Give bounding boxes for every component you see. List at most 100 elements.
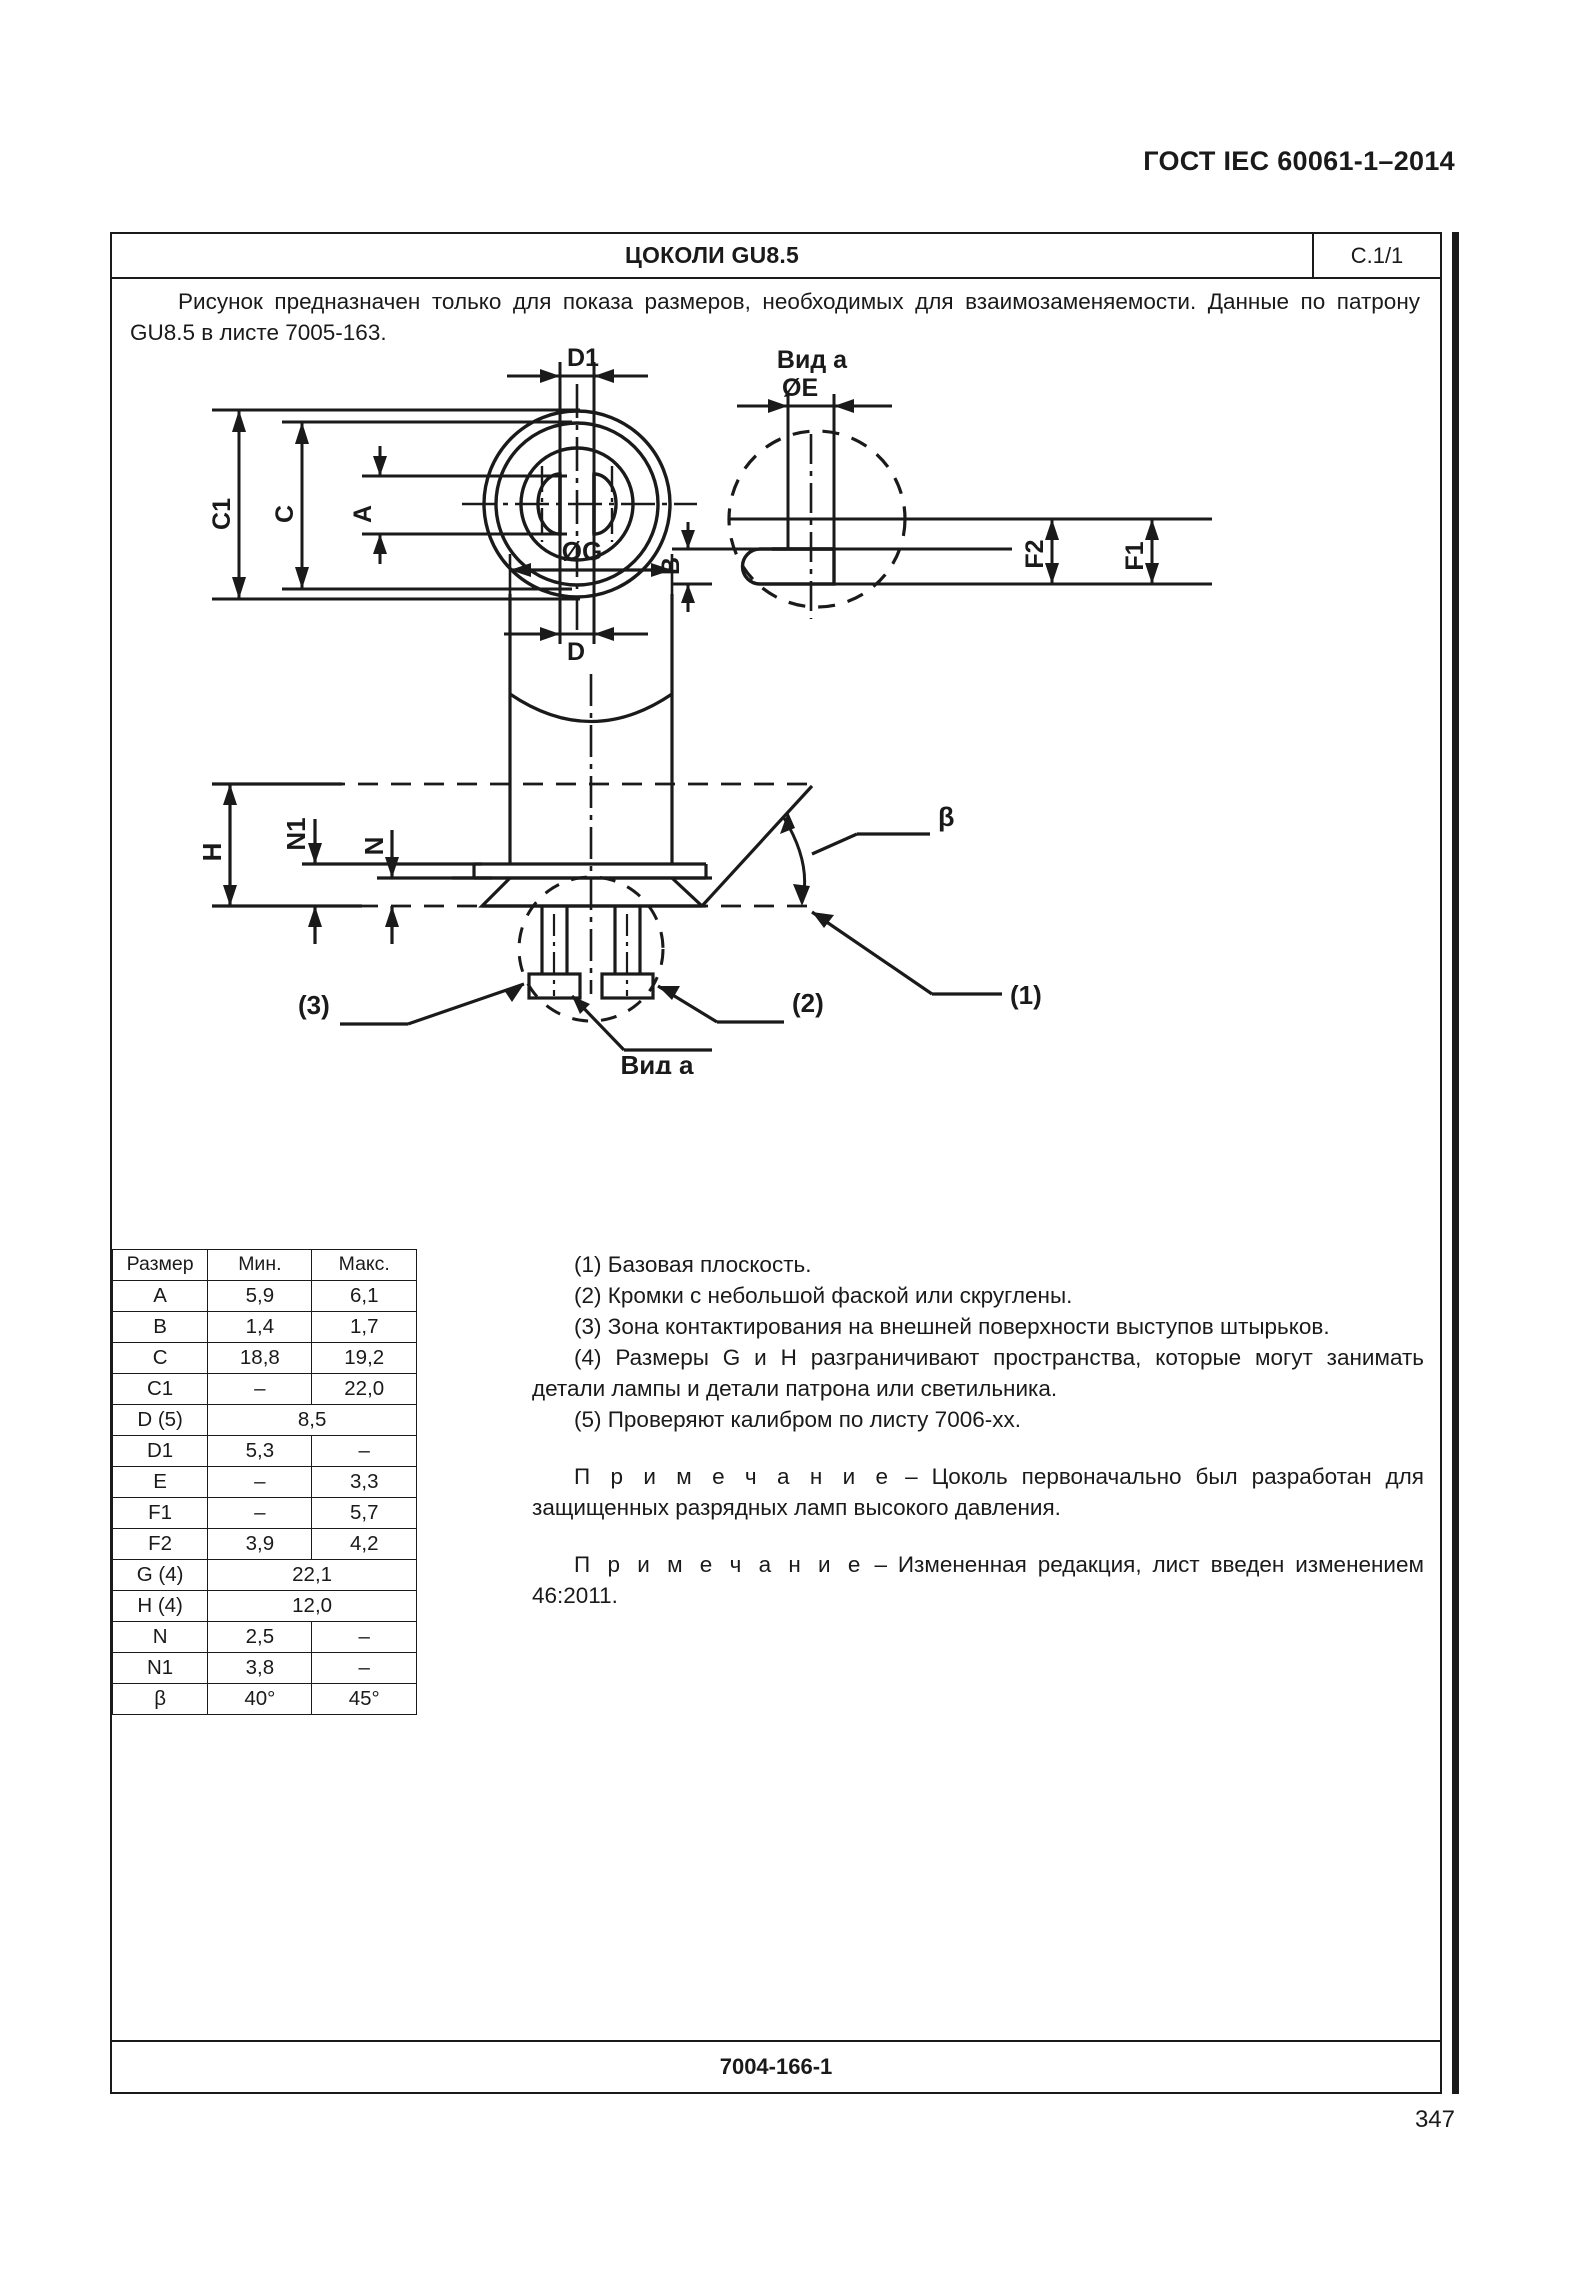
- table-row: F1–5,7: [111, 1497, 417, 1529]
- label-n: N: [359, 837, 389, 856]
- cell-size: D (5): [111, 1404, 209, 1436]
- sheet-title: ЦОКОЛИ GU8.5: [625, 242, 799, 268]
- cell-size: F2: [111, 1528, 209, 1560]
- label-e: ØE: [782, 374, 818, 402]
- sheet-number: С.1/1: [1312, 234, 1440, 277]
- label-d1: D1: [567, 344, 599, 372]
- cell-size: β: [111, 1683, 209, 1715]
- elevation-view-svg: ØG H N1 N β (1) (2) (3) Вид a: [197, 536, 1042, 1074]
- label-ref3: (3): [298, 990, 330, 1020]
- note-1: (1) Базовая плоскость.: [574, 1252, 812, 1277]
- label-d: D: [567, 638, 585, 666]
- label-ref1: (1): [1010, 980, 1042, 1010]
- cell-max: 5,7: [311, 1497, 417, 1529]
- cell-min: –: [207, 1373, 313, 1405]
- cell-size: G (4): [111, 1559, 209, 1591]
- cell-min: 3,9: [207, 1528, 313, 1560]
- elevation-drawing-group: ØG H N1 N β (1) (2) (3) Вид a: [112, 534, 1440, 1074]
- cell-max: –: [311, 1652, 417, 1684]
- cell-min: 40°: [207, 1683, 313, 1715]
- cell-size: N: [111, 1621, 209, 1653]
- label-n1: N1: [281, 817, 311, 850]
- footer-code: 7004-166-1: [719, 2054, 833, 2079]
- cell-min: 5,9: [207, 1280, 313, 1312]
- label-beta: β: [938, 802, 954, 832]
- col-header-min: Мин.: [207, 1249, 313, 1281]
- remark-1-text: – Цоколь первоначально был разработан дл…: [532, 1464, 1424, 1520]
- cell-min: –: [207, 1466, 313, 1498]
- note-5: (5) Проверяют калибром по листу 7006-хх.: [574, 1407, 1021, 1432]
- table-header-row: Размер Мин. Макс.: [111, 1249, 417, 1281]
- view-a-title-bottom: Вид a: [621, 1050, 694, 1074]
- remark-2-text: – Измененная редакция, лист введен измен…: [532, 1552, 1424, 1608]
- cell-min: 2,5: [207, 1621, 313, 1653]
- label-h: H: [197, 843, 227, 862]
- notes-column: (1) Базовая плоскость. (2) Кромки с небо…: [532, 1249, 1440, 1611]
- cell-max: 22,0: [311, 1373, 417, 1405]
- cell-max: 45°: [311, 1683, 417, 1715]
- label-c1: C1: [208, 498, 236, 530]
- cell-min: 5,3: [207, 1435, 313, 1467]
- label-f1: F1: [1121, 541, 1149, 570]
- table-row: E–3,3: [111, 1466, 417, 1498]
- cell-min: 1,4: [207, 1311, 313, 1343]
- label-c: C: [271, 505, 299, 523]
- note-4: (4) Размеры G и H разграничивают простра…: [532, 1345, 1424, 1401]
- standard-header: ГОСТ IEC 60061-1–2014: [1143, 146, 1455, 176]
- cell-value-span: 22,1: [207, 1559, 417, 1591]
- page-number: 347: [1414, 2106, 1455, 2133]
- cell-size: C: [111, 1342, 209, 1374]
- cell-size: B: [111, 1311, 209, 1343]
- label-f2: F2: [1021, 539, 1049, 568]
- sheet-frame: ЦОКОЛИ GU8.5 С.1/1 Рисунок предназначен …: [110, 232, 1442, 2094]
- cell-min: 3,8: [207, 1652, 313, 1684]
- cell-size: C1: [111, 1373, 209, 1405]
- label-g: ØG: [562, 536, 602, 566]
- cell-max: 19,2: [311, 1342, 417, 1374]
- table-row: D (5)8,5: [111, 1404, 417, 1436]
- label-ref2: (2): [792, 988, 824, 1018]
- remark-2-label: П р и м е ч а н и е: [574, 1552, 864, 1577]
- cell-size: D1: [111, 1435, 209, 1467]
- cell-max: –: [311, 1435, 417, 1467]
- label-a: A: [349, 505, 377, 523]
- col-header-max: Макс.: [311, 1249, 417, 1281]
- remark-1-label: П р и м е ч а н и е: [574, 1464, 892, 1489]
- cell-max: 1,7: [311, 1311, 417, 1343]
- cell-size: F1: [111, 1497, 209, 1529]
- table-row: C1–22,0: [111, 1373, 417, 1405]
- page-edge-rule: [1452, 232, 1459, 2094]
- note-2: (2) Кромки с небольшой фаской или скругл…: [574, 1283, 1073, 1308]
- view-a-title-top: Вид a: [777, 346, 848, 374]
- remark-1: П р и м е ч а н и е – Цоколь первоначаль…: [532, 1461, 1424, 1523]
- sheet-footer: 7004-166-1: [112, 2040, 1440, 2092]
- cell-size: H (4): [111, 1590, 209, 1622]
- intro-paragraph: Рисунок предназначен только для показа р…: [130, 289, 1420, 345]
- remark-2: П р и м е ч а н и е – Измененная редакци…: [532, 1549, 1424, 1611]
- note-3: (3) Зона контактирования на внешней пове…: [574, 1314, 1330, 1339]
- cell-max: 4,2: [311, 1528, 417, 1560]
- table-row: H (4)12,0: [111, 1590, 417, 1622]
- table-row: G (4)22,1: [111, 1559, 417, 1591]
- sheet-title-bar: ЦОКОЛИ GU8.5 С.1/1: [112, 234, 1440, 279]
- cell-size: A: [111, 1280, 209, 1312]
- cell-max: –: [311, 1621, 417, 1653]
- cell-min: –: [207, 1497, 313, 1529]
- cell-min: 18,8: [207, 1342, 313, 1374]
- cell-value-span: 8,5: [207, 1404, 417, 1436]
- col-header-size: Размер: [111, 1249, 209, 1281]
- cell-value-span: 12,0: [207, 1590, 417, 1622]
